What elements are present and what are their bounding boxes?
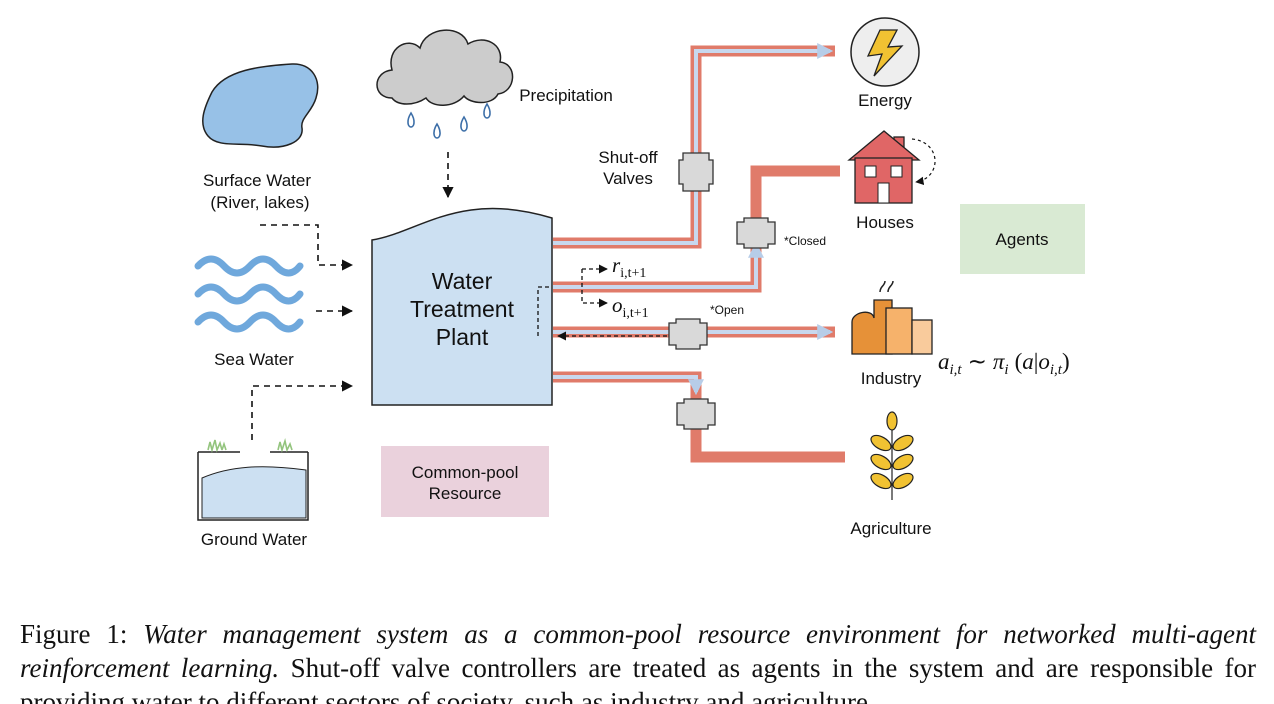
common-pool-box (381, 446, 549, 517)
closed-note: *Closed (784, 234, 826, 248)
surface-water-sublabel: (River, lakes) (210, 193, 309, 212)
policy-formula: ai,t∼πi(a|oi,t) (938, 349, 1070, 378)
house-icon (847, 130, 936, 204)
caption-label: Figure 1: (20, 619, 128, 649)
valve-energy[interactable] (678, 152, 714, 192)
signal-arrows (537, 264, 667, 341)
ground-water-label: Ground Water (201, 530, 307, 549)
plant-label-line2: Treatment (410, 296, 515, 322)
agents-label: Agents (996, 230, 1049, 249)
industry-label: Industry (861, 369, 922, 388)
energy-label: Energy (858, 91, 912, 110)
open-note: *Open (710, 303, 744, 317)
industry-icon (851, 280, 933, 355)
common-pool-label-line2: Resource (429, 484, 502, 503)
water-treatment-plant (371, 207, 553, 406)
raindrops-icon (407, 102, 491, 139)
plant-label-line1: Water (432, 268, 493, 294)
caption-title: Water management system as a common-pool… (20, 619, 1257, 683)
observation-signal: oi,t+1 (612, 293, 649, 321)
agents-box (960, 204, 1085, 274)
sea-water-label: Sea Water (214, 350, 294, 369)
valve-industry[interactable] (668, 318, 708, 350)
valves-label-line1: Shut-off (598, 148, 658, 167)
precipitation-label: Precipitation (519, 86, 613, 105)
valves-label-line2: Valves (603, 169, 653, 188)
ground-water-icon (197, 438, 309, 521)
surface-water-label: Surface Water (203, 171, 311, 190)
caption-body: Shut-off valve controllers are treated a… (20, 653, 1257, 704)
cloud-icon (376, 29, 514, 106)
source-arrows (251, 152, 454, 440)
plant-label-line3: Plant (436, 324, 489, 350)
reward-signal: ri,t+1 (612, 253, 646, 281)
houses-label: Houses (856, 213, 914, 232)
wheat-icon (870, 411, 914, 500)
water-system-diagram: Surface Water (River, lakes) Sea Water G… (194, 17, 1085, 549)
pipes (553, 45, 845, 463)
sea-water-icon (194, 255, 304, 333)
valve-agriculture[interactable] (676, 398, 716, 430)
common-pool-label-line1: Common-pool (412, 463, 519, 482)
agriculture-label: Agriculture (850, 519, 931, 538)
energy-icon (850, 17, 920, 87)
figure-caption: Figure 1: Water management system as a c… (20, 617, 1256, 704)
surface-water-icon (202, 63, 319, 148)
valve-houses[interactable] (736, 217, 776, 249)
